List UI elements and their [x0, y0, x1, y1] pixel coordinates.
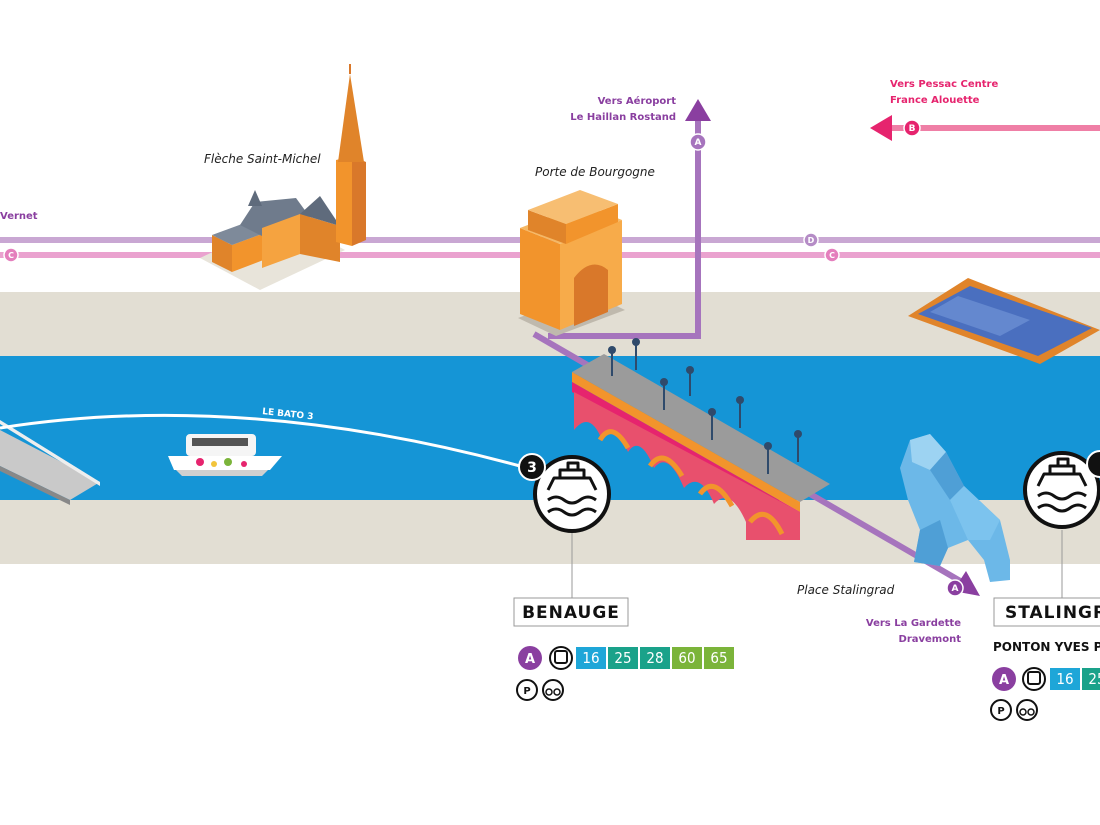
badge-line-c-right: C — [824, 247, 840, 263]
badge-line-c-left: C — [3, 247, 19, 263]
svg-text:D: D — [808, 236, 815, 245]
bus-line-number: 65 — [710, 649, 727, 667]
pr-glyph: P — [997, 706, 1004, 717]
line-b-arrow — [870, 115, 892, 141]
ferry-icon — [546, 461, 598, 517]
direction-gardette: Vers La Gardette — [866, 618, 961, 629]
svg-text:A: A — [525, 652, 535, 667]
lion-sculpture — [900, 434, 1010, 582]
ferry-icon — [1036, 457, 1088, 513]
label-place-stalingrad: Place Stalingrad — [797, 583, 895, 597]
bus-line-chip[interactable] — [672, 647, 702, 669]
pont-de-pierre — [572, 338, 830, 540]
direction-vernet: Vernet — [0, 211, 38, 222]
bus-line-number: 60 — [678, 649, 695, 667]
bus-line-number: 16 — [582, 649, 599, 667]
badge-line-d: D — [803, 232, 819, 248]
stop-name-box-benauge — [513, 597, 629, 627]
boat-line-badge-stalingrad — [1086, 450, 1100, 478]
bus-lines-benauge: 16 25 28 60 65 — [576, 647, 734, 669]
bus-line-chip[interactable] — [704, 647, 734, 669]
label-fleche-saint-michel: Flèche Saint-Michel — [204, 152, 321, 166]
bus-line-number: 16 — [1056, 670, 1073, 688]
pont-left — [0, 420, 100, 505]
tram-a-badge-stalingrad — [992, 667, 1016, 691]
svg-text:A: A — [695, 138, 702, 148]
boat-stop-icon-benauge — [533, 455, 611, 533]
svg-text:B: B — [909, 124, 916, 134]
bus-glyph — [1027, 671, 1041, 685]
bike-wheel — [1019, 708, 1027, 716]
svg-text:C: C — [8, 251, 14, 260]
bus-line-chip[interactable] — [1082, 668, 1100, 690]
direction-dravemont: Dravemont — [899, 634, 962, 645]
bus-line-chip[interactable] — [576, 647, 606, 669]
miroir-d-eau — [908, 278, 1100, 364]
badge-line-a-top: A — [689, 133, 707, 151]
river-boat-icon — [168, 434, 282, 476]
stop-name-stalingrad: STALINGRA — [1005, 603, 1100, 623]
line-a-arrow-up — [685, 99, 711, 121]
bus-line-number: 28 — [646, 649, 663, 667]
bus-line-number: 25 — [1088, 670, 1100, 688]
parking-relais-icon-stalingrad — [990, 699, 1012, 721]
svg-text:C: C — [829, 251, 835, 260]
direction-alouette: France Alouette — [890, 95, 980, 106]
direction-haillan: Le Haillan Rostand — [570, 112, 676, 123]
bike-wheel — [545, 688, 553, 696]
boat-route — [0, 413, 521, 468]
direction-pessac: Vers Pessac Centre — [890, 79, 998, 90]
boat-line-badge-benauge — [518, 453, 546, 481]
direction-aeroport: Vers Aéroport — [598, 95, 677, 107]
tram-a-badge-benauge — [518, 646, 542, 670]
bus-line-chip[interactable] — [1050, 668, 1080, 690]
badge-line-a-bottom: A — [946, 579, 964, 597]
tram-line-a — [548, 118, 701, 339]
boat-stop-icon-stalingrad — [1023, 451, 1100, 529]
stop-subtitle-stalingrad: PONTON YVES PA — [993, 640, 1100, 654]
bus-glyph — [554, 650, 568, 664]
parking-relais-icon-benauge — [516, 679, 538, 701]
bus-line-chip[interactable] — [608, 647, 638, 669]
fleche-saint-michel-monument — [200, 64, 366, 290]
bike-wheel — [1027, 708, 1035, 716]
svg-text:3: 3 — [527, 460, 537, 476]
stop-name-benauge: BENAUGE — [522, 603, 620, 623]
badge-line-b: B — [903, 119, 921, 137]
svg-text:A: A — [952, 584, 959, 594]
pr-glyph: P — [523, 686, 530, 697]
svg-text:A: A — [999, 673, 1009, 688]
bike-wheel — [553, 688, 561, 696]
label-porte-de-bourgogne: Porte de Bourgogne — [535, 165, 655, 179]
stop-name-box-stalingrad — [993, 597, 1100, 627]
porte-de-bourgogne-monument — [518, 190, 625, 336]
stop-benauge[interactable]: 3 BENAUGE A 16 25 28 60 65 P — [513, 453, 734, 701]
bus-line-chip[interactable] — [640, 647, 670, 669]
bus-line-number: 25 — [614, 649, 631, 667]
